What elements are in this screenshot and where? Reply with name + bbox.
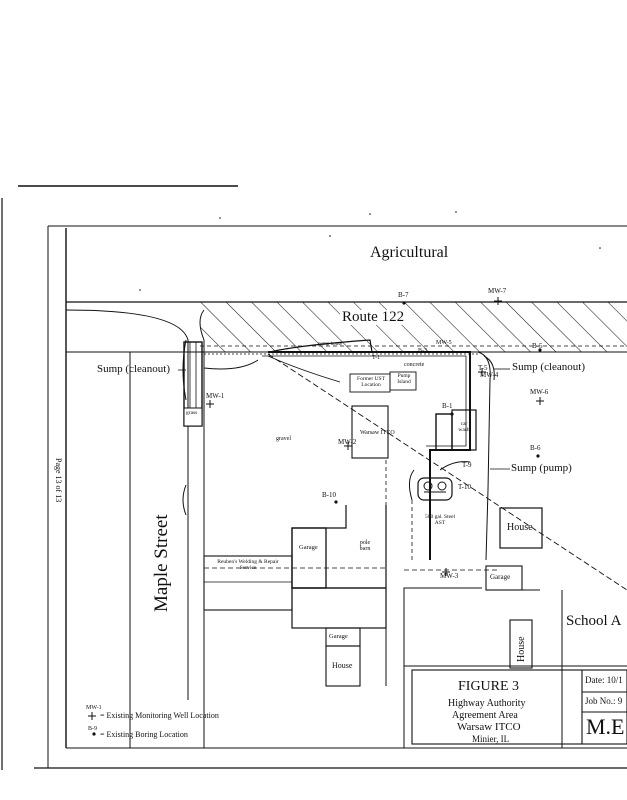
label-mw1: MW-1 xyxy=(206,392,225,400)
marker-b5 xyxy=(538,348,542,352)
warsaw-itco-label: Warsaw ITCO xyxy=(360,430,395,436)
maple-street-label: Maple Street xyxy=(151,514,172,612)
label-t9: T-9 xyxy=(462,461,472,469)
former-ust-label: Former UST Location xyxy=(357,376,385,388)
driveway-curb-2 xyxy=(182,484,187,516)
garage-label-3: Garage xyxy=(490,573,511,581)
label-mw6: MW-6 xyxy=(530,388,549,396)
marker-mw1 xyxy=(206,400,214,408)
maple-street-curb-nw xyxy=(65,309,189,700)
shed-box xyxy=(291,587,387,629)
ast-tank xyxy=(417,477,453,501)
marker-b7 xyxy=(402,301,406,305)
marker-mw6 xyxy=(536,397,544,405)
label-b7: B-7 xyxy=(398,291,409,299)
route-122-road xyxy=(200,302,627,352)
east-piping xyxy=(477,351,491,561)
label-b10: B-10 xyxy=(322,491,336,499)
house-box-2 xyxy=(499,507,543,549)
pump-island-box xyxy=(389,371,417,391)
pump-island-label: Pump Island xyxy=(397,373,411,385)
garage-box-1 xyxy=(291,527,327,589)
lot-line-2 xyxy=(403,587,482,748)
house-box-3 xyxy=(509,619,533,669)
ast-curve xyxy=(408,469,415,501)
car-wash-label: car wash xyxy=(458,421,470,433)
east-piping-2 xyxy=(483,355,495,381)
label-mw5: MW-5 xyxy=(436,340,452,346)
label-mw7: MW-7 xyxy=(488,287,507,295)
figure-title: FIGURE 3 xyxy=(458,679,520,694)
title-line2: Agreement Area xyxy=(452,710,518,721)
pipe-run xyxy=(267,353,627,591)
marker-mw2 xyxy=(344,442,352,450)
label-b6: B-6 xyxy=(530,444,541,452)
label-mw4: MW-4 xyxy=(480,371,499,379)
left-box xyxy=(183,407,203,427)
maple-street-curb-ne xyxy=(199,309,205,748)
house-box-1 xyxy=(325,645,361,687)
concrete-label: concrete xyxy=(404,362,425,368)
title-job: Job No.: 9 xyxy=(585,696,623,706)
sump-cleanout-left-label: Sump (cleanout) xyxy=(97,363,171,375)
agricultural-label: Agricultural xyxy=(370,244,449,261)
site-boundary-inner xyxy=(262,355,467,447)
label-t1: T-1 xyxy=(372,355,381,361)
house-label-right: House xyxy=(507,522,533,533)
route-label: Route 122 xyxy=(340,309,407,325)
legend-mw-symbol xyxy=(88,712,96,720)
label-t5: T-5 xyxy=(478,364,488,372)
label-t10: T-10 xyxy=(458,483,471,491)
label-b1: B-1 xyxy=(442,402,453,410)
legend-b-symbol xyxy=(92,732,96,736)
label-b3: B-3 xyxy=(418,348,427,354)
label-mw2: MW-2 xyxy=(338,438,357,446)
sump-cleanout-right-label: Sump (cleanout) xyxy=(512,361,586,373)
company-logo-text: M.E xyxy=(586,714,625,739)
tank-line xyxy=(269,339,373,353)
legend-b-text: = Existing Boring Location xyxy=(100,730,188,739)
marker-b6 xyxy=(536,454,540,458)
house-label-vertical: House xyxy=(516,636,527,662)
pipe-curve xyxy=(267,355,341,383)
label-b5: B-5 xyxy=(532,342,543,350)
legend-mw-sample: MW-1 xyxy=(86,705,102,711)
marker-b10 xyxy=(334,500,338,504)
title-line1: Highway Authority xyxy=(448,698,526,709)
repair-shop-building xyxy=(203,555,293,611)
marker-mw7 xyxy=(494,297,502,305)
ast-curve-2 xyxy=(439,461,471,471)
garage-label-1: Garage xyxy=(299,544,318,551)
legend-mw-text: = Existing Monitoring Well Location xyxy=(100,711,219,720)
marker-b1 xyxy=(450,412,454,416)
gravel-label: gravel xyxy=(276,436,291,442)
sump-line-left xyxy=(203,359,259,370)
pump-house-label: pump house xyxy=(318,342,343,347)
title-date: Date: 10/1 xyxy=(585,675,623,685)
title-line4: Minier, IL xyxy=(472,734,510,744)
page-ref-label: Page 13 of 13 xyxy=(54,458,63,503)
legend-b-sample: B-9 xyxy=(88,726,97,732)
title-line3: Warsaw ITCO xyxy=(457,721,521,733)
school-label: School A xyxy=(566,613,622,629)
ast-label: 500 gal. Steel AST xyxy=(424,514,456,526)
marker-mw3 xyxy=(442,568,450,576)
garage-box-3 xyxy=(485,565,523,591)
grass-label: grass xyxy=(186,410,198,416)
garage-label-2: Garage xyxy=(329,633,348,640)
sump-pump-label: Sump (pump) xyxy=(511,462,572,474)
car-wash-inner xyxy=(435,413,453,451)
pole-barn-label: pole barn xyxy=(359,540,371,552)
house-label-bottom: House xyxy=(332,661,353,670)
label-mw3: MW-3 xyxy=(440,572,459,580)
title-block-box xyxy=(411,669,627,745)
repair-shop-label: Reuben's Welding & Repair Service xyxy=(217,559,279,571)
marker-mw4 xyxy=(478,368,486,376)
maple-street-west-edge xyxy=(70,351,131,748)
